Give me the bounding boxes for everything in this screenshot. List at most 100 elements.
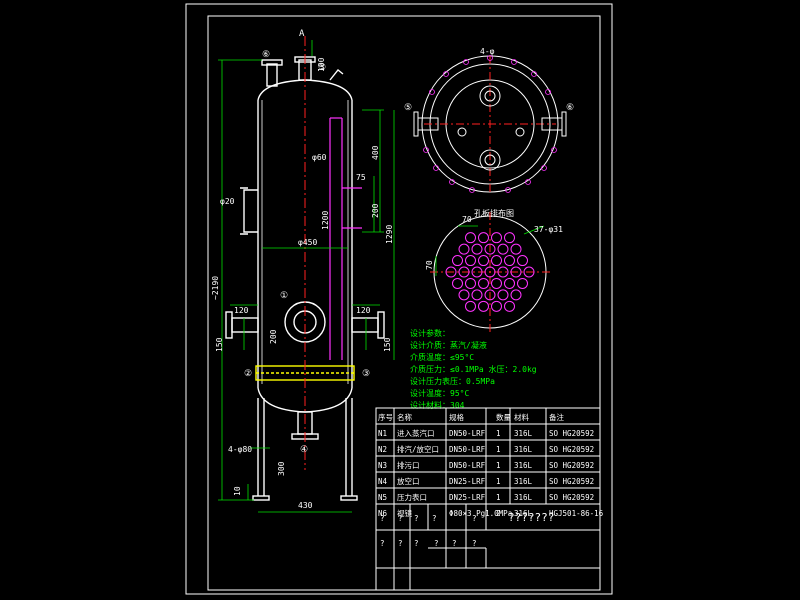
table-cell: 进入蒸汽口 (397, 428, 435, 438)
tube-hole (465, 255, 476, 267)
tube-hole (484, 266, 496, 278)
tube-sheet-view (430, 212, 550, 332)
tube-hole (471, 243, 483, 255)
table-cell: N1 (378, 429, 387, 438)
dim-200-right: 200 (371, 203, 380, 218)
tube-hole (504, 232, 515, 244)
table-cell: 316L (514, 445, 533, 454)
table-header-cell: 数量 (496, 412, 511, 422)
table-cell: 放空口 (397, 476, 420, 486)
tube-hole (465, 300, 476, 312)
spec-line: 介质温度：≤95°C (410, 352, 474, 362)
table-cell: 316L (514, 493, 533, 502)
nozzle-callout-n4: ② (244, 369, 252, 379)
tube-hole (471, 266, 483, 278)
title-block-center: ??????? (508, 511, 554, 524)
spec-title: 设计参数： (410, 328, 450, 338)
title-block-cell: ? (472, 539, 477, 548)
table-cell: DN50-LRF (449, 461, 486, 470)
spec-line: 设计压力表压：0.5MPa (410, 376, 495, 386)
table-cell: DN50-LRF (449, 445, 486, 454)
dim-120-left: 120 (234, 306, 249, 315)
dim-75: 75 (356, 173, 366, 182)
dim-overall-height: ~2190 (211, 276, 220, 300)
tube-hole (484, 243, 496, 255)
table-header-cell: 材料 (514, 412, 529, 422)
tube-hole (452, 277, 463, 289)
section-mark: A (299, 29, 305, 39)
table-cell: 视镜 (397, 508, 412, 518)
title-block-cell: ? (432, 514, 437, 523)
dim-200-lower: 200 (269, 329, 278, 344)
dim-phi60: φ60 (312, 153, 327, 162)
tube-hole (471, 289, 483, 301)
dim-150-left: 150 (215, 337, 224, 352)
table-cell: N4 (378, 477, 388, 486)
internal-pipe (329, 117, 362, 360)
dim-leg-phi80: 4-φ80 (228, 445, 252, 454)
spec-line: 设计温度：95°C (410, 388, 469, 398)
tube-hole (517, 277, 528, 289)
parts-table-grid (375, 407, 601, 591)
tube-hole (465, 232, 476, 244)
dim-leg-300: 300 (277, 461, 286, 476)
table-header-cell: 序号 (378, 412, 393, 422)
table-cell: SO HG20592 (549, 429, 594, 438)
tube-hole (458, 243, 470, 255)
tube-hole (497, 266, 509, 278)
tube-hole (510, 266, 522, 278)
tube-hole (517, 255, 528, 267)
table-cell: Φ80×3 Pg1.0MPa (449, 509, 512, 518)
nozzle-callout-n6: ④ (300, 445, 308, 455)
spec-line: 设计材料：304 (410, 400, 465, 410)
tube-hole (458, 266, 470, 278)
spec-line: 设计介质：蒸汽/凝液 (410, 340, 487, 350)
table-cell: 316L (514, 509, 533, 518)
table-cell: 1 (496, 461, 501, 470)
dim-120-right: 120 (356, 306, 371, 315)
table-cell: 1 (496, 445, 501, 454)
tube-hole (491, 255, 502, 267)
title-block-cell: ? (380, 539, 385, 548)
table-cell: N5 (378, 493, 387, 502)
table-cell: 1 (496, 429, 501, 438)
nozzle-callout-n2: ⑤ (318, 63, 326, 73)
table-cell: HGJ501-86-16 (549, 509, 604, 518)
dim-top-nozzle: 100 (317, 57, 326, 72)
tube-hole (497, 243, 509, 255)
tube-hole (504, 277, 515, 289)
tube-hole (465, 277, 476, 289)
top-view-right-mark: ⑥ (566, 103, 574, 113)
table-cell: 2 (496, 509, 501, 518)
table-header-cell: 备注 (549, 412, 564, 422)
table-header-cell: 规格 (449, 412, 464, 422)
title-block-cell: ? (414, 514, 419, 523)
dimension-lines (218, 40, 395, 513)
tube-hole (523, 266, 535, 278)
dim-base-430: 430 (298, 501, 313, 510)
tube-sheet-side-label: 70 (425, 260, 434, 270)
tube-hole (504, 255, 515, 267)
top-view-left-mark: ⑤ (404, 103, 412, 113)
tube-hole (491, 232, 502, 244)
table-cell: SO HG20592 (549, 493, 594, 502)
table-cell: 排污口 (397, 460, 420, 470)
title-block-cell: ? (398, 514, 403, 523)
table-cell: DN25-LRF (449, 477, 486, 486)
tube-sheet-pitch: 70 (462, 215, 472, 224)
table-cell: N6 (378, 509, 388, 518)
title-block-cell: ? (434, 539, 439, 548)
table-cell: 316L (514, 461, 533, 470)
dim-150-right: 150 (383, 337, 392, 352)
tube-hole (458, 289, 470, 301)
tube-hole (510, 289, 522, 301)
title-block-cell: ? (452, 539, 457, 548)
tube-hole (478, 300, 489, 312)
table-cell: SO HG20592 (549, 477, 594, 486)
dim-1200-right: 1290 (385, 225, 394, 244)
table-cell: DN50-LRF (449, 429, 486, 438)
table-header-cell: 名称 (397, 412, 412, 422)
tube-hole (510, 243, 522, 255)
